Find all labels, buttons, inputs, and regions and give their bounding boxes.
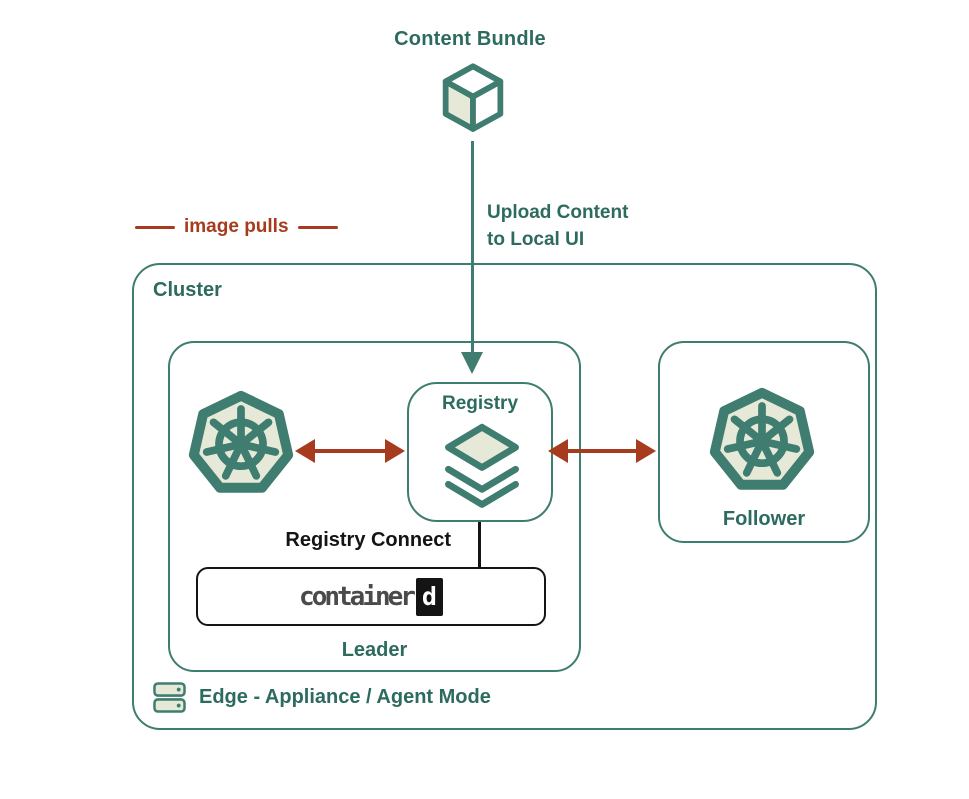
arrow-left-head-icon: [295, 439, 315, 463]
leader-label: Leader: [341, 639, 408, 661]
arrow-right-head-icon: [385, 439, 405, 463]
arrow-right-head-icon: [636, 439, 656, 463]
edge-appliance-row: Edge - Appliance / Agent Mode: [153, 682, 491, 713]
image-pulls-label: image pulls: [184, 216, 289, 237]
arrow-left-head-icon: [548, 439, 568, 463]
follower-label: Follower: [722, 508, 806, 530]
registry-connect-label: Registry Connect: [285, 529, 451, 551]
upload-content-line2: to Local UI: [487, 229, 585, 250]
containerd-wordmark: container: [299, 581, 416, 612]
containerd-box: container d: [196, 567, 546, 626]
kubernetes-icon: [188, 390, 294, 493]
kubernetes-icon: [709, 387, 815, 490]
content-bundle-label: Content Bundle: [394, 28, 546, 50]
image-pull-arrow-leader-registry: [295, 439, 405, 463]
legend-dash-left: [135, 225, 175, 229]
follower-box: Follower: [658, 341, 870, 543]
containerd-d-badge: d: [415, 577, 443, 616]
arrow-shaft: [315, 449, 385, 453]
image-pull-arrow-registry-follower: [548, 439, 656, 463]
cube-icon: [442, 63, 504, 132]
leader-box: Registry Registry Connect container d Le…: [168, 341, 581, 672]
legend-dash-right: [297, 225, 338, 229]
containerd-logo: container d: [299, 577, 443, 616]
upload-content-label: Upload Content to Local UI: [487, 199, 628, 253]
registry-connect-line: [478, 522, 481, 570]
edge-appliance-label: Edge - Appliance / Agent Mode: [199, 686, 491, 708]
image-pulls-legend: image pulls: [135, 214, 345, 240]
cluster-box: Cluster Registry: [132, 263, 877, 730]
layers-icon: [445, 423, 519, 508]
upload-arrow-line: [471, 141, 474, 353]
server-stack-icon: [153, 682, 186, 713]
arrow-shaft: [568, 449, 636, 453]
upload-arrowhead-icon: [461, 352, 483, 374]
upload-content-line1: Upload Content: [487, 202, 629, 223]
registry-box: Registry: [407, 382, 553, 522]
cluster-label: Cluster: [153, 279, 222, 301]
registry-label: Registry: [441, 393, 519, 414]
